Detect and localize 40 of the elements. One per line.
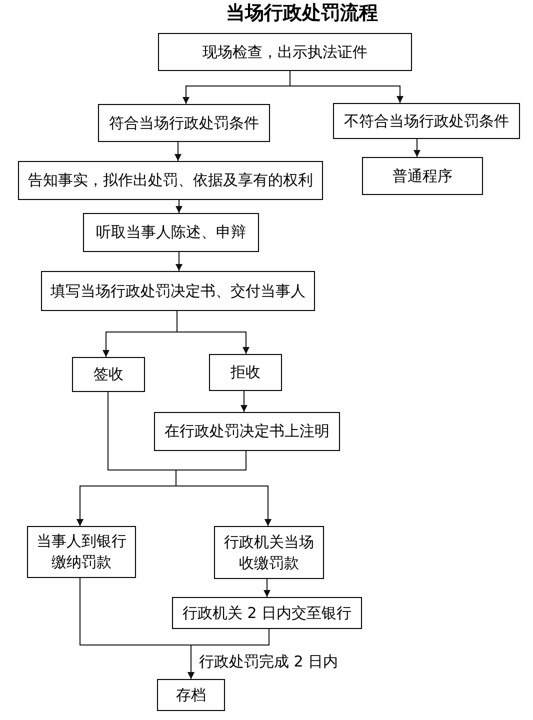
step-text: 行政机关当场收缴罚款 (223, 532, 315, 574)
arrow (176, 200, 182, 214)
arrow (414, 138, 420, 158)
process-box (83, 213, 259, 252)
process-box (214, 526, 324, 579)
arrow (176, 310, 250, 354)
step-text: 符合当场行政处罚条件 (109, 112, 259, 134)
arrow (174, 142, 182, 162)
diagram-title: 当场行政处罚流程 (226, 2, 378, 25)
step-text: 现场检查，出示执法证件 (202, 42, 368, 62)
process-box (362, 157, 483, 195)
process-box (18, 161, 323, 200)
arrow (188, 628, 270, 680)
process-box (333, 103, 520, 139)
arrow (176, 450, 272, 526)
arrow (176, 252, 182, 272)
process-box (157, 679, 225, 711)
process-box (98, 104, 270, 142)
arrow (290, 70, 404, 104)
step-text: 听取当事人陈述、申辩 (96, 222, 246, 243)
process-box (72, 357, 145, 392)
step-text: 存档 (176, 684, 206, 706)
arrow (240, 390, 248, 412)
step-text: 不符合当场行政处罚条件 (344, 110, 509, 132)
process-box (158, 33, 412, 71)
step-text: 签收 (94, 364, 124, 385)
process-box (209, 354, 282, 391)
step-text: 拒收 (230, 362, 260, 383)
process-box (41, 271, 315, 311)
step-text: 在行政处罚决定书上注明 (164, 421, 330, 442)
process-box (172, 597, 362, 629)
edge-label: 行政处罚完成 2 日内 (199, 652, 338, 672)
step-text: 当事人到银行缴纳罚款 (36, 531, 128, 573)
step-text: 普通程序 (392, 166, 452, 186)
process-box (27, 526, 136, 578)
step-text: 告知事实，拟作出处罚、依据及享有的权利 (28, 170, 313, 191)
step-text: 填写当场行政处罚决定书、交付当事人 (50, 280, 306, 302)
step-text: 行政机关 2 日内交至银行 (182, 602, 352, 624)
arrow (264, 578, 270, 598)
process-box (154, 412, 340, 451)
